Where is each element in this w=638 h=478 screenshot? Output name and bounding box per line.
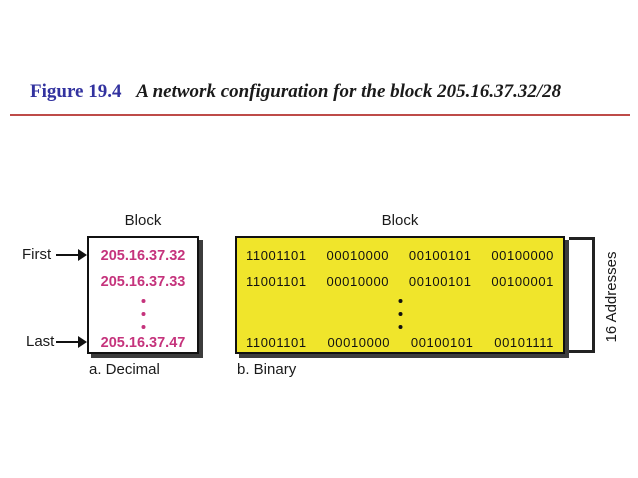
binary-octet: 00100001 (491, 274, 554, 289)
last-arrow-head (78, 336, 87, 348)
first-arrow-icon (56, 249, 87, 261)
ellipsis-dot (398, 299, 402, 303)
ellipsis-dot (398, 312, 402, 316)
address-range-bracket (569, 237, 595, 353)
binary-octet: 00010000 (326, 248, 390, 263)
binary-octet: 00101111 (494, 335, 554, 350)
binary-octet: 11001101 (246, 274, 307, 289)
decimal-block-header: Block (124, 212, 162, 229)
ellipsis-dot (398, 325, 402, 329)
binary-octet: 11001101 (246, 335, 307, 350)
first-arrow-head (78, 249, 87, 261)
binary-row-first: 11001101 00010000 00100101 00100000 (237, 247, 563, 265)
ellipsis-dot (141, 325, 145, 329)
decimal-address-last: 205.16.37.47 (100, 335, 186, 351)
address-count-label: 16 Addresses (603, 251, 620, 343)
binary-caption: b. Binary (237, 361, 297, 378)
binary-address-box: 11001101 00010000 00100101 00100000 1100… (235, 236, 565, 354)
decimal-caption: a. Decimal (89, 361, 160, 378)
decimal-address-second: 205.16.37.33 (100, 274, 186, 290)
figure-title: Figure 19.4 A network configuration for … (30, 81, 561, 103)
ellipsis-dot (141, 299, 145, 303)
binary-octet: 00100101 (408, 248, 472, 263)
title-divider-rule (10, 114, 630, 116)
binary-octet: 00010000 (327, 335, 391, 350)
binary-octet: 11001101 (246, 248, 307, 263)
binary-block-header: Block (381, 212, 419, 229)
vertical-ellipsis-icon (141, 299, 146, 329)
binary-octet: 00100101 (408, 274, 472, 289)
binary-row-last: 11001101 00010000 00100101 00101111 (237, 334, 563, 352)
ellipsis-dot (141, 312, 145, 316)
decimal-address-first: 205.16.37.32 (100, 248, 186, 264)
figure-number: Figure 19.4 (30, 81, 122, 102)
binary-octet: 00100101 (410, 335, 474, 350)
vertical-ellipsis-icon (398, 299, 403, 329)
first-arrow-shaft (56, 254, 79, 256)
binary-row-second: 11001101 00010000 00100101 00100001 (237, 273, 563, 291)
first-label: First (22, 246, 52, 263)
last-label: Last (26, 333, 55, 350)
last-arrow-shaft (56, 341, 79, 343)
last-arrow-icon (56, 336, 87, 348)
binary-octet: 00100000 (491, 248, 554, 263)
decimal-address-box: 205.16.37.32 205.16.37.33 205.16.37.47 (87, 236, 199, 354)
binary-octet: 00010000 (326, 274, 390, 289)
figure-description: A network configuration for the block 20… (136, 81, 562, 102)
